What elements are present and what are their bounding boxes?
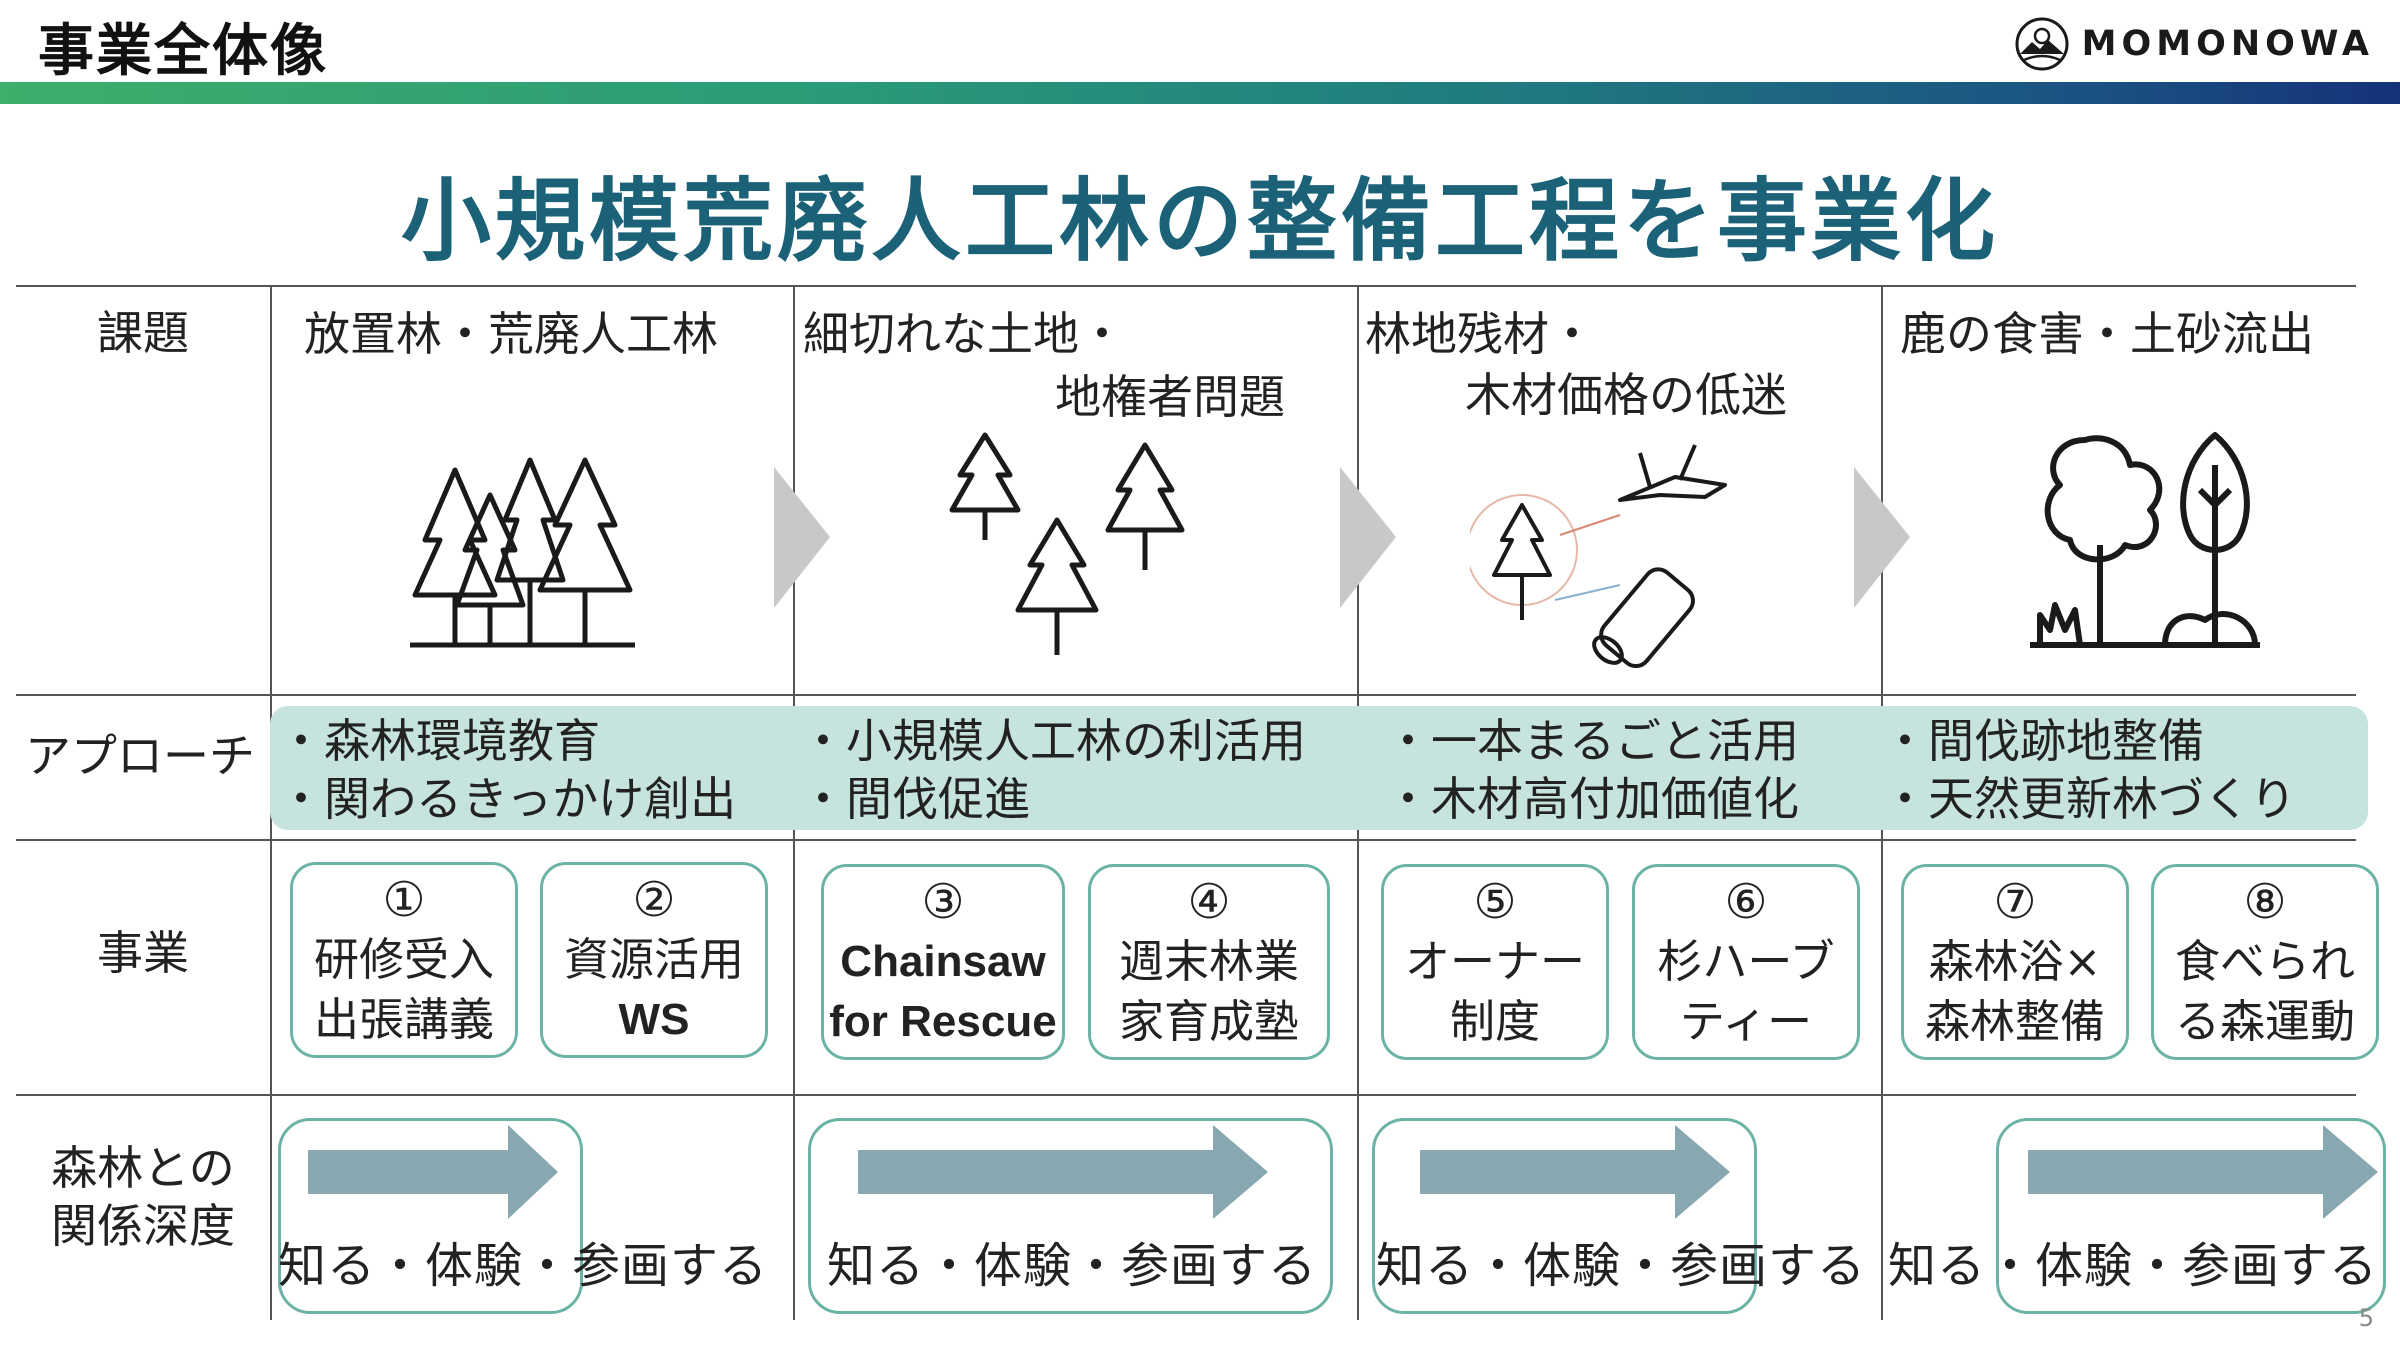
mountain-sun-logo-icon [2015,17,2069,71]
business-number: ⑥ [1724,874,1768,930]
business-card[interactable]: ⑤ オーナー 制度 [1381,864,1609,1060]
row-label-business: 事業 [97,926,189,980]
chevron-right-icon [1854,467,1910,608]
business-card[interactable]: ① 研修受入 出張講義 [290,862,518,1058]
business-label: for Rescue [829,997,1057,1046]
business-card[interactable]: ④ 週末林業 家育成塾 [1088,864,1330,1060]
brand-logo[interactable]: MOMONOWA [2014,14,2374,74]
issue-title: 細切れな土地・ [803,307,1125,361]
business-number: ③ [921,874,965,930]
tree-timber-icon [1470,444,1727,669]
issue-title: 放置林・荒廃人工林 [304,307,718,361]
page-title: 事業全体像 [38,19,328,84]
approach-item: ・森林環境教育 [278,714,600,768]
issue-title: 地権者問題 [1055,370,1285,424]
business-label: 食べられ [2174,935,2355,988]
business-card[interactable]: ② 資源活用 WS [540,862,768,1058]
business-label: 出張講義 [313,993,494,1046]
row-label-issue: 課題 [97,306,189,360]
business-number: ⑦ [1993,874,2037,930]
table-top-border [16,285,2356,287]
chevron-right-icon [774,467,830,608]
business-label: 資源活用 [563,933,744,986]
row-divider [16,839,2356,841]
approach-band [270,706,2368,830]
business-label: 研修受入 [313,933,494,986]
row-divider [16,694,2356,696]
scattered-trees-icon [949,432,1185,655]
business-number: ① [382,872,426,928]
brand-name: MOMONOWA [2081,24,2374,64]
depth-stages: 知る・体験・参画する [1376,1238,1867,1294]
row-label-depth-line2: 関係深度 [51,1198,235,1253]
depth-box [278,1118,583,1314]
arrow-right-icon [308,1125,558,1219]
main-heading: 小規模荒廃人工林の整備工程を事業化 [401,169,1999,274]
row-label-depth: 森林との 関係深度 [16,1140,270,1255]
business-number: ⑧ [2243,874,2287,930]
brand-gradient-bar [0,82,2400,104]
damaged-forest-icon [2030,432,2260,648]
issue-title: 鹿の食害・土砂流出 [1900,307,2314,361]
business-card[interactable]: ⑦ 森林浴× 森林整備 [1901,864,2129,1060]
approach-item: ・一本まるごと活用 [1385,714,1799,768]
arrow-right-icon [2028,1125,2378,1219]
depth-stages: 知る・体験・参画する [278,1238,769,1294]
arrow-right-icon [1420,1125,1730,1219]
approach-item: ・間伐促進 [800,772,1030,826]
approach-item: ・関わるきっかけ創出 [278,772,737,826]
business-label: 週末林業 [1118,935,1299,988]
business-label: 森林整備 [1924,995,2105,1048]
business-number: ④ [1187,874,1231,930]
business-label: る森運動 [2174,995,2355,1048]
business-label: WS [618,995,690,1044]
row-divider [16,1094,2356,1096]
approach-item: ・天然更新林づくり [1882,772,2296,826]
business-number: ⑤ [1473,874,1517,930]
approach-item: ・小規模人工林の利活用 [800,714,1306,768]
arrow-right-icon [858,1125,1268,1219]
depth-box [1996,1118,2386,1314]
row-label-depth-line1: 森林との [51,1141,235,1195]
page-number: 5 [2358,1304,2374,1332]
depth-box [1372,1118,1757,1314]
depth-box [808,1118,1333,1314]
business-label: 家育成塾 [1118,995,1299,1048]
row-label-approach: アプローチ [25,729,255,783]
issue-title: 林地残材・ [1365,307,1595,361]
business-card[interactable]: ⑥ 杉ハーブ ティー [1632,864,1860,1060]
business-label: ティー [1679,995,1813,1048]
depth-stages: 知る・体験・参画する [1888,1238,2379,1294]
business-card[interactable]: ⑧ 食べられ る森運動 [2151,864,2379,1060]
depth-stages: 知る・体験・参画する [827,1238,1318,1294]
business-label: オーナー [1404,935,1585,988]
business-number: ② [632,872,676,928]
business-label: 森林浴× [1928,935,2102,988]
business-label: 杉ハーブ [1657,935,1835,988]
approach-item: ・間伐跡地整備 [1882,714,2204,768]
business-card[interactable]: ③ Chainsaw for Rescue [821,864,1065,1060]
issue-title: 木材価格の低迷 [1465,368,1787,422]
approach-item: ・木材高付加価値化 [1385,772,1799,826]
business-label: 制度 [1449,995,1540,1048]
business-label: Chainsaw [840,937,1046,986]
forest-trees-icon [410,457,635,648]
chevron-right-icon [1340,467,1396,608]
